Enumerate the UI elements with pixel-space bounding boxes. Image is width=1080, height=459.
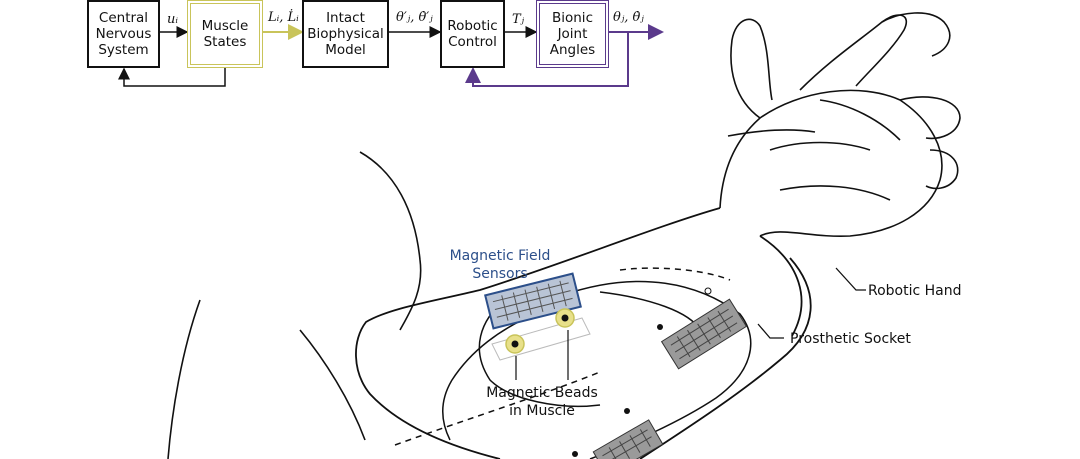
label-prosthetic-socket: Prosthetic Socket [790,331,911,347]
signal-arrows [118,24,664,87]
block-central-nervous-system: Central Nervous System [87,0,160,68]
sensor-pads [484,272,748,459]
block-robotic-control: Robotic Control [440,0,505,68]
label-magnetic-beads: Magnetic Beads in Muscle [486,385,598,419]
block-intact-biophysical-model: Intact Biophysical Model [302,0,389,68]
forearm-outline [355,207,812,459]
leader-lines [757,267,866,339]
signal-u: uᵢ [167,12,178,27]
magnetic-beads [491,287,712,457]
torso-outline [167,151,422,459]
signal-torque: Tⱼ [512,12,525,27]
block-muscle-states: Muscle States [187,0,263,68]
label-magnetic-field-sensors: Magnetic Field Sensors [449,248,551,282]
block-bionic-joint-angles: Bionic Joint Angles [536,0,609,68]
hand-outline [719,12,961,238]
signal-length: Lᵢ, L̇ᵢ [268,10,299,25]
label-robotic-hand: Robotic Hand [868,283,962,299]
signal-theta-prime: θ′ⱼ, θ̇′ⱼ [396,10,433,25]
signal-theta-out: θⱼ, θ̇ⱼ [613,10,644,25]
socket-outline [394,267,752,459]
